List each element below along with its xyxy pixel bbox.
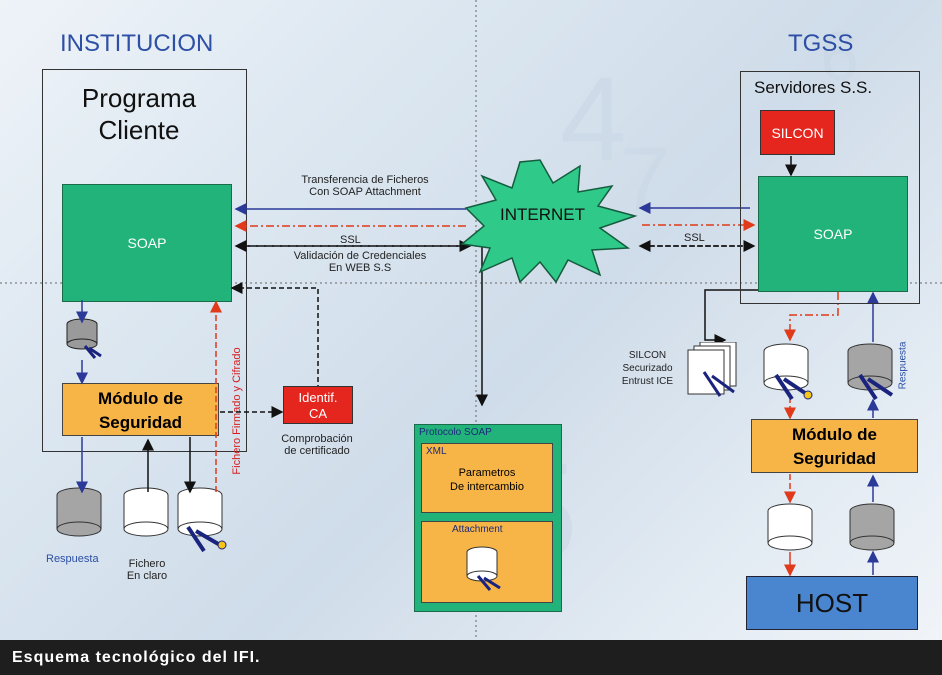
tgss-title: TGSS bbox=[788, 30, 854, 57]
ssl-left-label: SSL bbox=[340, 234, 361, 246]
silcon-secure-line1: SILCON bbox=[628, 350, 667, 361]
respuesta-db-icon bbox=[56, 487, 102, 537]
connector-lines bbox=[76, 156, 879, 577]
validation-line1: Validación de Credenciales bbox=[293, 250, 427, 262]
client-security-module: Módulo de Seguridad bbox=[62, 383, 219, 436]
attachment-label: Attachment bbox=[452, 524, 503, 535]
fichero-db-icon bbox=[123, 487, 169, 537]
servers-title: Servidores S.S. bbox=[754, 78, 873, 97]
client-security-line2: Seguridad bbox=[98, 413, 183, 432]
ssl-right-label: SSL bbox=[684, 232, 705, 244]
server-security-module: Módulo de Seguridad bbox=[751, 419, 918, 473]
transfer-label: Transferencia de Ficheros Con SOAP Attac… bbox=[270, 174, 460, 198]
client-security-line1: Módulo de bbox=[98, 389, 183, 408]
host-label: HOST bbox=[795, 587, 869, 618]
server-plain-db-icon bbox=[767, 503, 813, 551]
fichero-label-line2: En claro bbox=[126, 570, 168, 582]
params-line1: Parametros bbox=[458, 467, 516, 479]
internet-burst bbox=[460, 159, 638, 284]
svg-text:6: 6 bbox=[820, 17, 859, 95]
server-security-line2: Seguridad bbox=[792, 449, 877, 468]
silcon-secure-label: SILCON Securizado Entrust ICE bbox=[610, 349, 685, 388]
ca-line2: CA bbox=[308, 406, 328, 421]
ca-check-line2: de certificado bbox=[284, 445, 350, 457]
server-response-db-icon bbox=[847, 343, 894, 401]
server-security-line1: Módulo de bbox=[792, 425, 877, 444]
ca-line1: Identif. bbox=[298, 390, 338, 405]
client-title-line2: Cliente bbox=[98, 115, 180, 145]
attachment-db-icon bbox=[466, 546, 501, 591]
server-respuesta-label: Respuesta bbox=[897, 341, 909, 390]
encrypted-db-icon bbox=[177, 487, 227, 553]
xml-box: XML Parametros De intercambio bbox=[421, 443, 553, 513]
silcon-secure-line3: Entrust ICE bbox=[621, 376, 674, 387]
host-box: HOST bbox=[746, 576, 918, 630]
client-program-box bbox=[42, 69, 247, 452]
transfer-line2: Con SOAP Attachment bbox=[309, 186, 421, 198]
validation-line2: En WEB S.S bbox=[328, 262, 392, 274]
server-grey-db-icon bbox=[849, 503, 895, 551]
silcon-label: SILCON bbox=[771, 124, 824, 141]
params-line2: De intercambio bbox=[450, 481, 524, 493]
server-soap-box: SOAP bbox=[758, 176, 908, 292]
client-db-icon bbox=[66, 318, 102, 359]
ca-box: Identif. CA bbox=[283, 386, 353, 424]
silcon-secure-line2: Securizado bbox=[622, 363, 673, 374]
xml-label: XML bbox=[426, 446, 447, 457]
client-soap-box: SOAP bbox=[62, 184, 232, 302]
transfer-line1: Transferencia de Ficheros bbox=[301, 174, 429, 186]
server-encrypted-db-icon bbox=[763, 343, 813, 401]
fichero-label: Fichero En claro bbox=[120, 558, 174, 582]
figure-caption: Esquema tecnológico del IFI. bbox=[0, 640, 942, 675]
protocol-soap-box: Protocolo SOAP XML Parametros De interca… bbox=[414, 424, 562, 612]
client-title-line1: Programa bbox=[81, 83, 197, 113]
respuesta-label: Respuesta bbox=[46, 553, 99, 565]
servers-box bbox=[740, 71, 920, 304]
attachment-box: Attachment bbox=[421, 521, 553, 603]
svg-text:4: 4 bbox=[560, 52, 627, 186]
institucion-title: INSTITUCION bbox=[60, 30, 214, 57]
silcon-secure-docs-icon bbox=[687, 342, 737, 397]
protocol-title: Protocolo SOAP bbox=[419, 427, 492, 438]
internet-label: INTERNET bbox=[500, 205, 585, 224]
params-label: Parametros De intercambio bbox=[428, 466, 546, 494]
client-soap-label: SOAP bbox=[127, 235, 167, 251]
ca-check-line1: Comprobación bbox=[281, 433, 353, 445]
client-program-title: Programa Cliente bbox=[76, 82, 202, 146]
ca-check-label: Comprobación de certificado bbox=[262, 433, 372, 457]
fichero-label-line1: Fichero bbox=[128, 558, 166, 570]
server-respuesta-wrap: Respuesta bbox=[896, 330, 910, 410]
silcon-box: SILCON bbox=[760, 110, 835, 155]
server-soap-label: SOAP bbox=[813, 226, 853, 242]
validation-label: Validación de Credenciales En WEB S.S bbox=[260, 250, 460, 274]
